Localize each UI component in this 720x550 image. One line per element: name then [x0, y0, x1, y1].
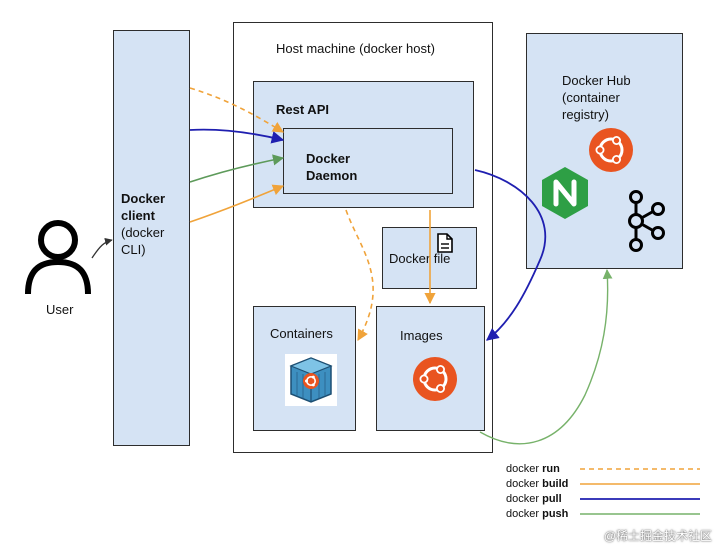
- ubuntu-icon: [413, 357, 457, 401]
- document-icon: [437, 233, 453, 253]
- watermark: @稀土掘金技术社区: [603, 529, 712, 543]
- rest-api-label: Rest API: [276, 102, 329, 117]
- push-arrow-hub: [479, 269, 613, 445]
- container-icon: [285, 354, 337, 406]
- user-icon: [25, 220, 91, 295]
- ubuntu-icon: [589, 128, 633, 172]
- legend-push: docker push: [506, 508, 569, 520]
- push-arrow-client: [189, 154, 285, 183]
- nginx-icon: [542, 167, 588, 219]
- legend-pull: docker pull: [506, 493, 562, 505]
- docker-daemon-box[interactable]: [283, 128, 453, 194]
- pull-arrow-client: [189, 128, 285, 144]
- containers-label: Containers: [270, 326, 333, 341]
- docker-client-title: Docker client: [121, 191, 166, 223]
- user-to-client-arrow: [91, 237, 113, 259]
- build-arrow-client: [189, 184, 285, 223]
- kafka-icon: [628, 190, 665, 252]
- run-arrow-containers: [345, 209, 374, 341]
- images-label: Images: [400, 328, 443, 343]
- host-machine-title: Host machine (docker host): [276, 41, 435, 56]
- docker-client-box[interactable]: [113, 30, 190, 446]
- legend-run: docker run: [506, 463, 560, 475]
- docker-daemon-label: Docker Daemon: [306, 151, 358, 183]
- dockerfile-label: Docker file: [389, 251, 451, 266]
- pull-arrow-hub: [474, 169, 547, 341]
- user-label: User: [46, 302, 74, 317]
- docker-client-subtitle: (docker CLI): [121, 225, 165, 257]
- run-arrow-client: [189, 87, 284, 133]
- legend-build: docker build: [506, 478, 569, 490]
- docker-hub-label: Docker Hub (container registry): [562, 73, 631, 122]
